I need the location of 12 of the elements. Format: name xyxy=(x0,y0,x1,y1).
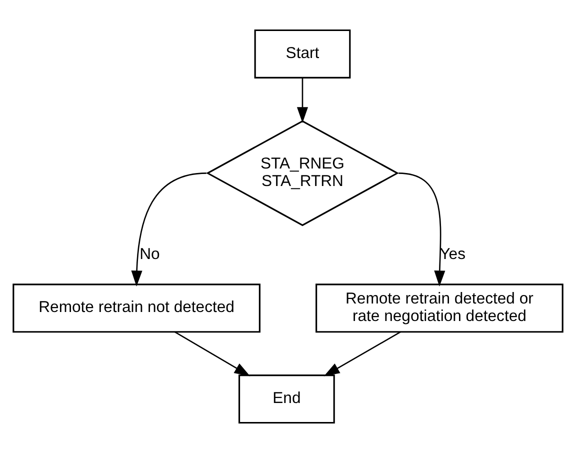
arrow xyxy=(131,172,206,286)
arrow xyxy=(296,77,308,122)
node-box: Remote retrain not detected xyxy=(12,283,260,332)
arrow xyxy=(174,330,250,376)
node-box: Start xyxy=(254,28,351,78)
node-box: Remote retrain detected or rate negotiation detected xyxy=(316,283,564,332)
arrow xyxy=(398,172,446,286)
node-box: End xyxy=(238,374,335,424)
edge-label: Yes xyxy=(440,245,466,262)
node-diamond: STA_RNEG STA_RTRN xyxy=(206,120,399,226)
edge-label: No xyxy=(140,245,160,262)
arrow xyxy=(324,330,401,376)
